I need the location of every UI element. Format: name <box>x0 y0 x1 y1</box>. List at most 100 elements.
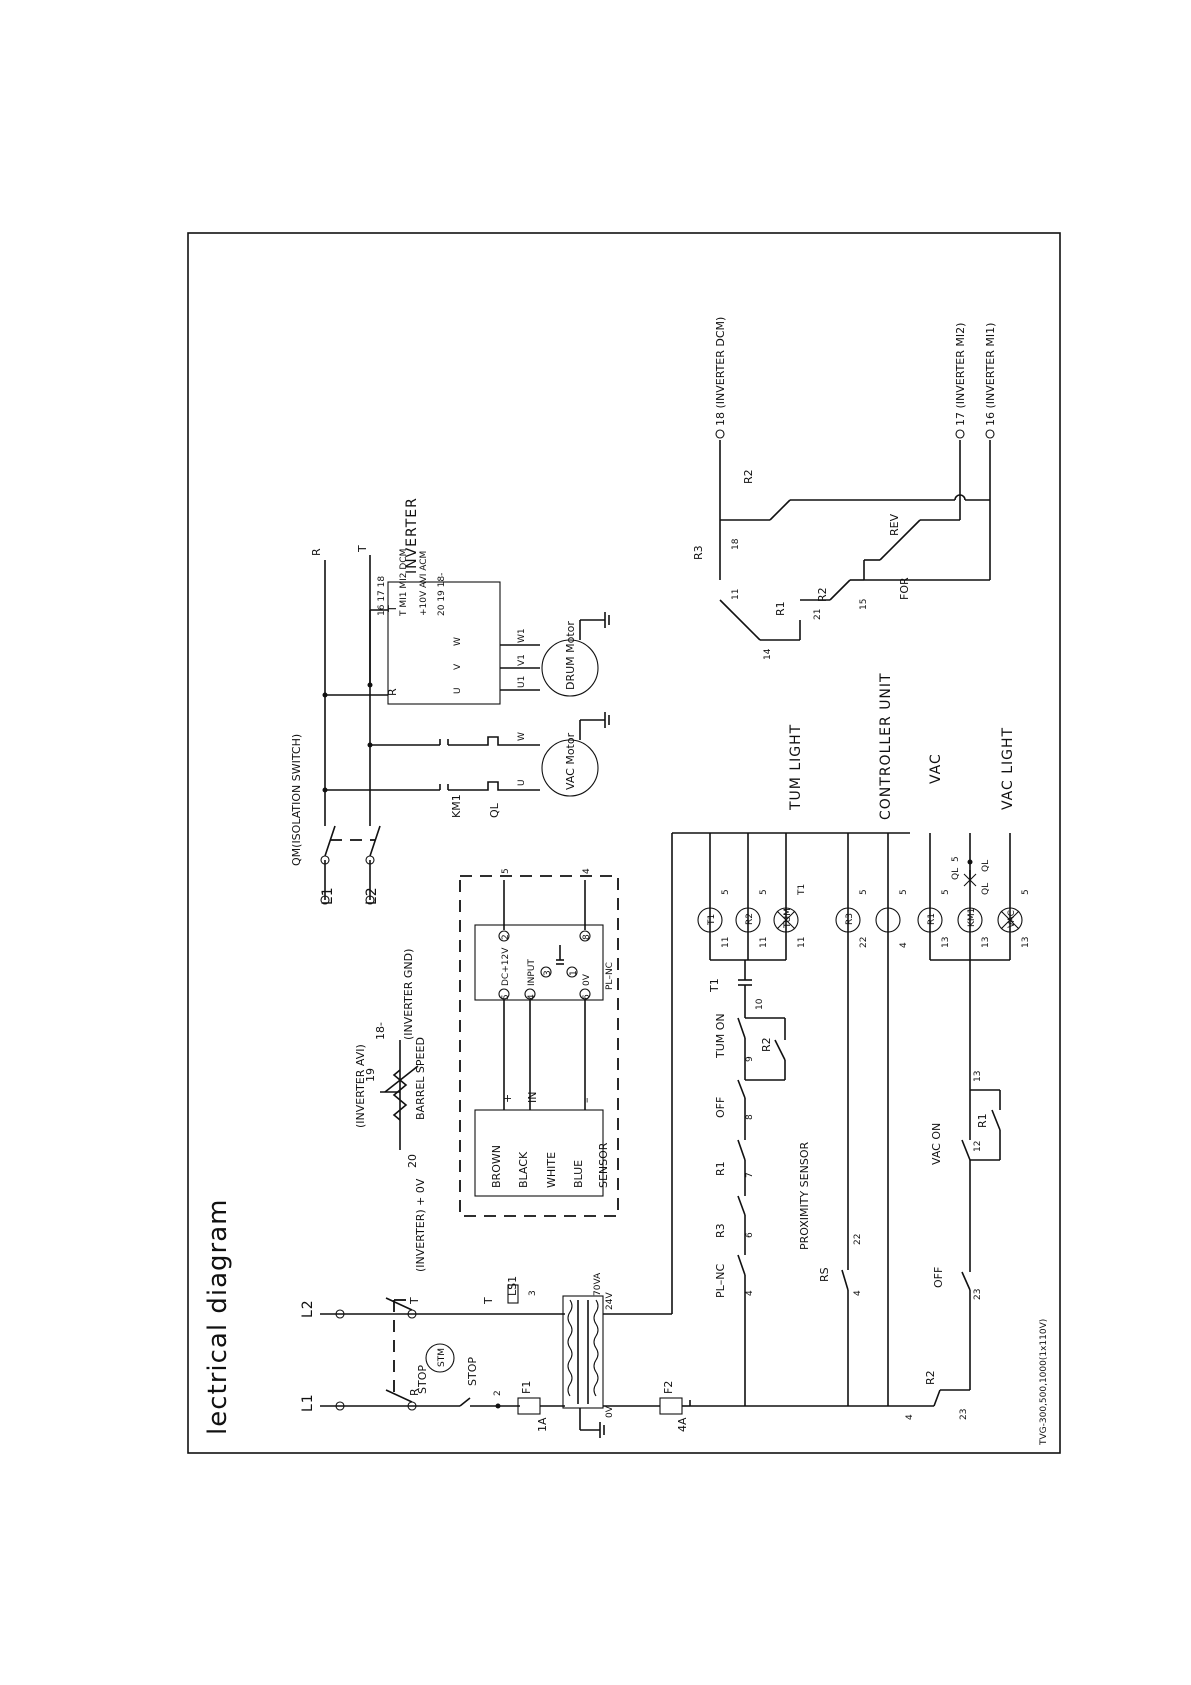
stm-label: STM <box>437 1348 447 1367</box>
sensor-box: BROWN BLACK WHITE BLUE SENSOR + IN – DC+… <box>459 868 619 1217</box>
svg-text:8: 8 <box>745 1114 755 1120</box>
svg-text:VAC LIGHT: VAC LIGHT <box>1000 727 1016 810</box>
lamp-r3-icon <box>835 907 861 933</box>
svg-text:V: V <box>453 663 463 670</box>
svg-text:FOR: FOR <box>898 577 911 600</box>
svg-text:R3: R3 <box>692 545 705 560</box>
svg-text:0V: 0V <box>605 1405 615 1418</box>
svg-text:5: 5 <box>941 889 951 895</box>
svg-text:T1: T1 <box>797 884 807 896</box>
svg-text:8: 8 <box>582 934 592 940</box>
stop-label-2: STOP <box>466 1357 479 1386</box>
svg-text:17 (INVERTER MI2): 17 (INVERTER MI2) <box>954 323 967 426</box>
svg-text:5: 5 <box>759 889 769 895</box>
svg-text:5: 5 <box>951 856 961 862</box>
drum-motor-icon <box>541 639 599 697</box>
svg-text:5: 5 <box>501 994 511 1000</box>
svg-text:BLUE: BLUE <box>572 1160 585 1188</box>
svg-text:V1: V1 <box>517 654 527 666</box>
svg-text:PROXIMITY SENSOR: PROXIMITY SENSOR <box>798 1142 811 1250</box>
svg-text:R2: R2 <box>745 913 755 925</box>
ls1-label: LS1 <box>506 1276 519 1296</box>
controller-legend: CONTROLLER UNIT <box>878 672 894 820</box>
svg-text:22: 22 <box>853 1234 863 1245</box>
svg-text:24V: 24V <box>605 1292 615 1310</box>
fuse-f1 <box>517 1397 541 1415</box>
svg-text:12: 12 <box>973 1141 983 1152</box>
svg-text:T1: T1 <box>708 978 721 993</box>
svg-text:PL–NC: PL–NC <box>605 962 615 990</box>
svg-text:13: 13 <box>973 1071 983 1082</box>
svg-text:R: R <box>310 548 323 556</box>
svg-text:F1: F1 <box>520 1381 533 1394</box>
svg-text:13: 13 <box>1021 937 1031 948</box>
svg-text:U1: U1 <box>517 676 527 688</box>
svg-text:7: 7 <box>745 1172 755 1178</box>
svg-text:QL: QL <box>951 868 961 880</box>
control-ladder: PL–NC 4 R3 6 R1 7 OFF 8 TUM ON 9 R2 10 T… <box>672 832 1031 1420</box>
potentiometer-icon <box>392 1069 408 1121</box>
svg-text:PL–NC: PL–NC <box>714 1264 727 1298</box>
svg-text:T: T <box>356 545 369 553</box>
svg-text:U: U <box>453 687 463 694</box>
svg-text:11: 11 <box>731 589 741 600</box>
sheet-border <box>187 232 1061 1454</box>
svg-text:13: 13 <box>941 937 951 948</box>
svg-text:F2: F2 <box>662 1381 675 1394</box>
svg-text:18 (INVERTER DCM): 18 (INVERTER DCM) <box>714 317 727 426</box>
stop-label-1: STOP <box>416 1365 429 1394</box>
svg-text:0V: 0V <box>582 973 592 986</box>
svg-text:R1: R1 <box>774 601 787 616</box>
label-T: T <box>408 1297 421 1305</box>
svg-text:20 19 18-: 20 19 18- <box>437 573 447 616</box>
svg-text:22: 22 <box>859 937 869 948</box>
svg-text:SENSOR: SENSOR <box>597 1142 610 1188</box>
svg-text:QL: QL <box>981 883 991 895</box>
svg-text:11: 11 <box>797 937 807 948</box>
svg-text:BROWN: BROWN <box>490 1145 503 1188</box>
svg-text:9: 9 <box>745 1056 755 1062</box>
svg-text:5: 5 <box>899 889 909 895</box>
transformer-va: 70VA <box>593 1272 603 1296</box>
svg-text:R3: R3 <box>714 1223 727 1238</box>
vac-motor-icon <box>541 739 599 797</box>
svg-text:6: 6 <box>745 1232 755 1238</box>
barrel-speed-pot: 20 (INVERTER) + 0V (INVERTER AVI) 19 BAR… <box>354 949 427 1272</box>
svg-text:T1: T1 <box>707 914 717 926</box>
svg-text:T MI1 MI2 DCM: T MI1 MI2 DCM <box>399 549 409 617</box>
svg-text:VAC ON: VAC ON <box>930 1123 943 1165</box>
svg-text:W: W <box>453 637 463 646</box>
svg-text:14: 14 <box>763 648 773 660</box>
svg-text:R2: R2 <box>924 1370 937 1385</box>
sensor-block <box>474 1109 604 1197</box>
inverter-block <box>387 581 501 705</box>
svg-text:5: 5 <box>721 889 731 895</box>
svg-text:L2: L2 <box>364 886 380 905</box>
label-L1: L1 <box>300 1393 316 1412</box>
svg-text:DRUM Motor: DRUM Motor <box>564 621 577 690</box>
controller-icon <box>875 907 901 933</box>
svg-text:3: 3 <box>528 1290 538 1296</box>
svg-text:R: R <box>386 688 399 696</box>
svg-text:4: 4 <box>853 1290 863 1296</box>
svg-text:4A: 4A <box>676 1417 689 1432</box>
stop-lamp-icon <box>425 1343 455 1373</box>
svg-text:R2: R2 <box>760 1037 773 1052</box>
svg-text:T: T <box>386 605 399 613</box>
qm-label: QM(ISOLATION SWITCH) <box>290 734 303 866</box>
svg-text:BARREL SPEED: BARREL SPEED <box>414 1037 427 1120</box>
svg-text:R1: R1 <box>927 913 937 925</box>
svg-text:W: W <box>517 732 527 741</box>
svg-text:OFF: OFF <box>714 1097 727 1118</box>
svg-text:18-: 18- <box>374 1022 387 1040</box>
svg-text:R1: R1 <box>976 1113 989 1128</box>
svg-text:4: 4 <box>899 942 909 948</box>
svg-text:15: 15 <box>859 599 869 610</box>
svg-text:20: 20 <box>406 1154 419 1168</box>
doc-code: TVG-300,500,1000(1x110V) <box>1039 1319 1049 1446</box>
svg-text:2: 2 <box>501 934 511 940</box>
svg-text:4: 4 <box>582 868 592 874</box>
svg-text:10: 10 <box>755 998 765 1010</box>
svg-text:VAC: VAC <box>928 753 944 784</box>
